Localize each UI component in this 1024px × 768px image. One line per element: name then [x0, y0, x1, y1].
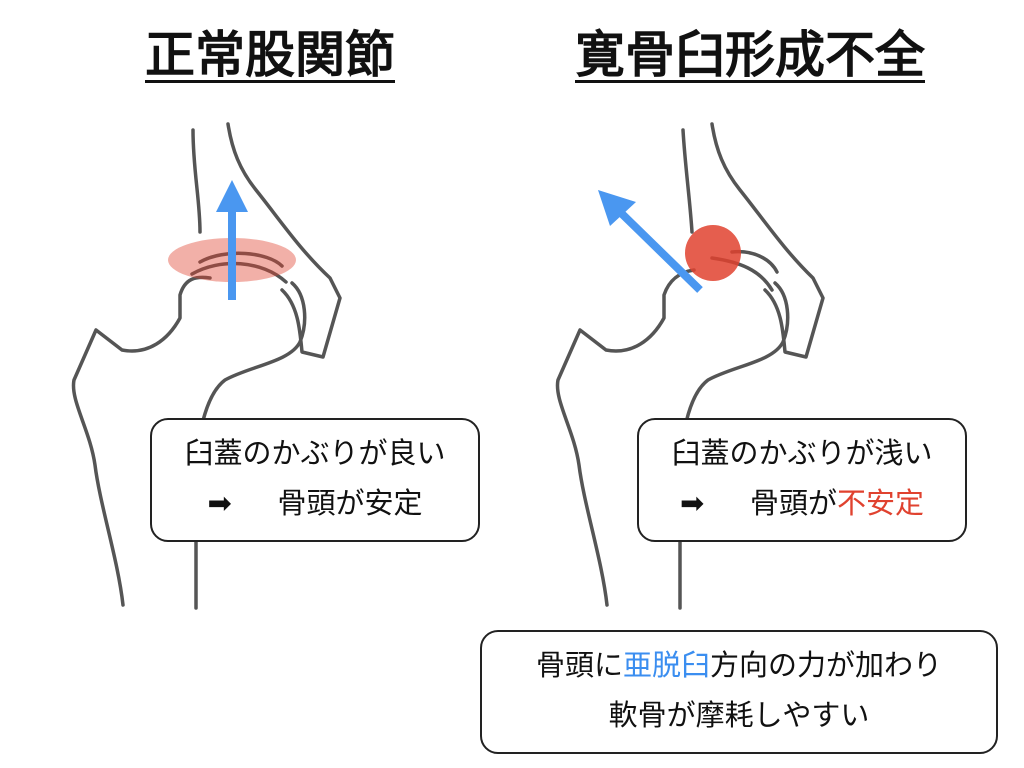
subluxation-force-line: 骨頭に亜脱臼方向の力が加わり: [482, 640, 996, 690]
force-arrow-left: [216, 180, 248, 300]
subluxation-prefix: 骨頭に: [535, 648, 623, 682]
subluxation-explanation-box: 骨頭に亜脱臼方向の力が加わり 軟骨が摩耗しやすい: [480, 630, 998, 754]
unstable-result-prefix: 骨頭が: [749, 486, 837, 520]
pelvis-outline-right: [681, 122, 825, 359]
subluxation-suffix: 方向の力が加わり: [710, 648, 943, 682]
stable-result-line: ➡ 骨頭が安定: [152, 478, 478, 528]
dysplasia-explanation-box: 臼蓋のかぶりが浅い ➡ 骨頭が不安定: [637, 418, 967, 542]
right-arrow-icon: ➡: [207, 486, 232, 520]
pelvis-outline-left: [190, 122, 342, 359]
right-arrow-icon: ➡: [679, 486, 705, 520]
coverage-shallow-text: 臼蓋のかぶりが浅い: [671, 436, 933, 470]
title-hip-dysplasia: 寛骨臼形成不全: [575, 26, 925, 84]
force-arrow-right: [598, 190, 703, 293]
stress-point-right: [685, 225, 741, 281]
title-normal-hip: 正常股関節: [145, 26, 395, 84]
unstable-highlight: 不安定: [837, 486, 925, 520]
cartilage-wear-text: 軟骨が摩耗しやすい: [608, 698, 870, 732]
stable-result-text: 骨頭が安定: [277, 486, 423, 520]
unstable-result-line: ➡ 骨頭が不安定: [639, 478, 965, 528]
coverage-good-text: 臼蓋のかぶりが良い: [184, 436, 446, 470]
normal-hip-explanation-box: 臼蓋のかぶりが良い ➡ 骨頭が安定: [150, 418, 480, 542]
subluxation-highlight: 亜脱臼: [622, 648, 710, 682]
